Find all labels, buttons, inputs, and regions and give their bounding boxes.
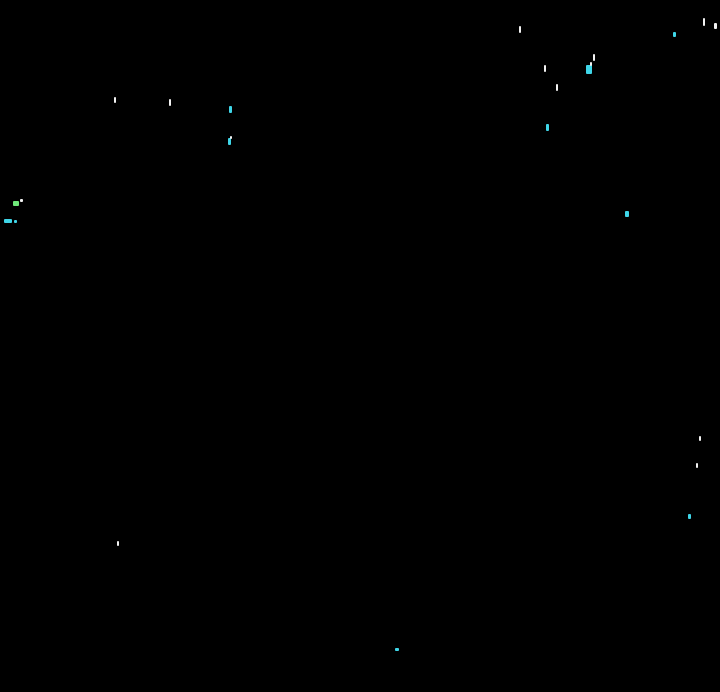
speck-cyan-4 bbox=[546, 124, 549, 131]
speck-white-12 bbox=[699, 436, 701, 441]
speck-white-1 bbox=[519, 26, 521, 33]
speck-white-11 bbox=[20, 199, 23, 202]
speck-green-1 bbox=[13, 201, 19, 206]
speck-cyan-10 bbox=[395, 648, 399, 651]
speck-cyan-8 bbox=[625, 211, 629, 217]
speck-white-13 bbox=[696, 463, 698, 468]
speck-white-6 bbox=[590, 62, 592, 66]
speck-cyan-2 bbox=[586, 65, 592, 74]
speck-white-8 bbox=[114, 97, 116, 103]
speck-cyan-7 bbox=[14, 220, 17, 223]
speck-white-2 bbox=[703, 18, 705, 26]
speck-white-14 bbox=[117, 541, 119, 546]
speck-cyan-9 bbox=[688, 514, 691, 519]
speck-white-9 bbox=[169, 99, 171, 106]
speck-cyan-1 bbox=[673, 32, 676, 37]
speck-cyan-3 bbox=[229, 106, 232, 113]
speck-cyan-6 bbox=[4, 219, 12, 223]
speck-white-4 bbox=[593, 54, 595, 61]
speck-cyan-5 bbox=[228, 138, 231, 145]
speck-white-3 bbox=[714, 23, 717, 29]
speck-white-5 bbox=[544, 65, 546, 72]
speck-white-10 bbox=[230, 136, 232, 139]
speck-white-7 bbox=[556, 84, 558, 91]
